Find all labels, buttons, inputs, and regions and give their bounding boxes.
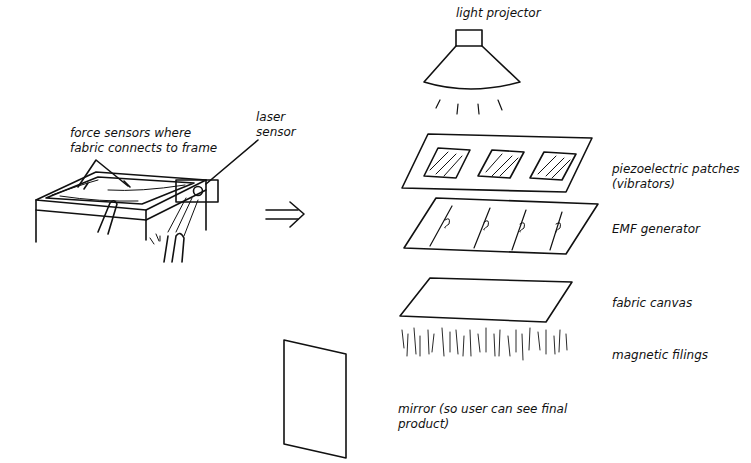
filings-sketch bbox=[402, 328, 567, 360]
leader-line bbox=[78, 160, 128, 187]
laser-sensor-sketch bbox=[150, 140, 258, 262]
annotation-label: laser sensor bbox=[256, 110, 316, 140]
transition-arrow bbox=[266, 202, 304, 227]
annotation-label: magnetic filings bbox=[612, 348, 742, 363]
emf-layer-sketch bbox=[404, 198, 598, 254]
fabric-layer-sketch bbox=[400, 278, 572, 322]
projector-sketch bbox=[424, 30, 520, 114]
mirror-sketch bbox=[284, 340, 346, 458]
annotation-label: force sensors where fabric connects to f… bbox=[70, 126, 220, 156]
frame-sketch bbox=[36, 172, 206, 242]
piezo-layer-sketch bbox=[402, 134, 592, 192]
annotation-label: piezoelectric patches (vibrators) bbox=[612, 162, 750, 192]
hand-sketch bbox=[98, 201, 117, 234]
arrow-tick bbox=[84, 181, 130, 189]
annotation-label: light projector bbox=[456, 6, 596, 21]
annotation-label: EMF generator bbox=[612, 222, 742, 237]
annotation-label: mirror (so user can see final product) bbox=[398, 402, 588, 432]
annotation-label: fabric canvas bbox=[612, 296, 742, 311]
